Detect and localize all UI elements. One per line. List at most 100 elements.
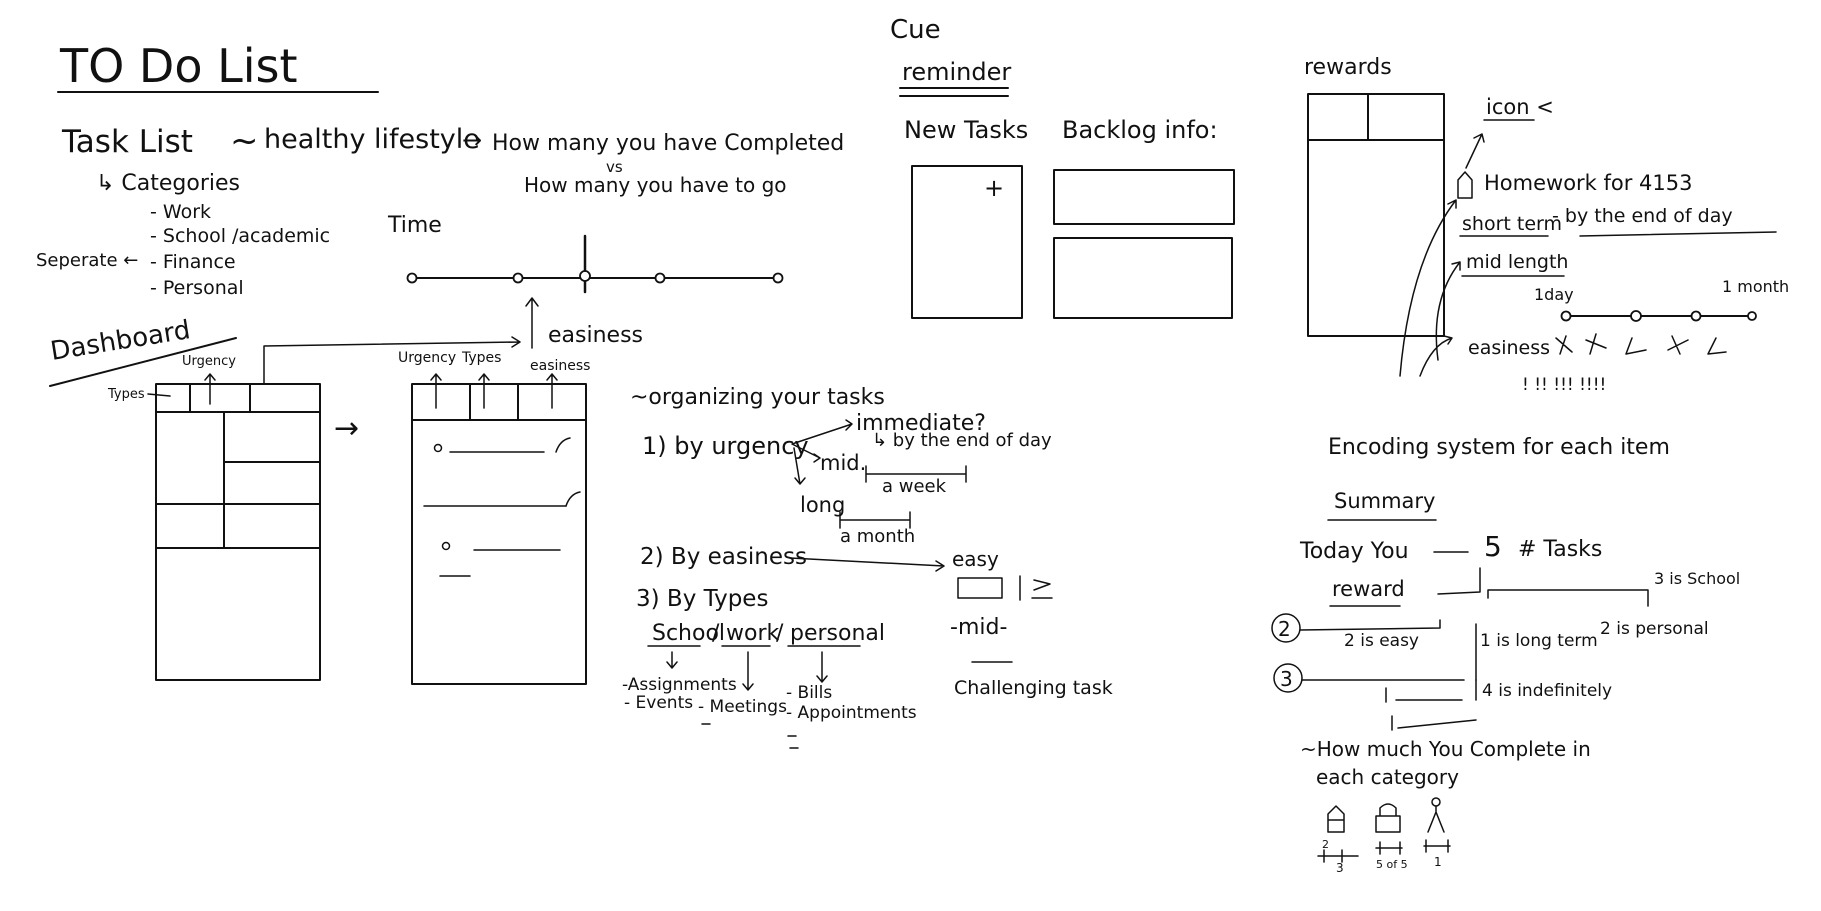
- dashboard-wireframe-2: [411, 383, 587, 685]
- category-fraction-1: 1: [1434, 855, 1442, 869]
- icon-pointer-arrow: [1465, 133, 1485, 169]
- rewards-wireframe-header: [1307, 93, 1445, 141]
- three-school-label: 3 is School: [1654, 569, 1740, 588]
- person-icon-head: [1431, 797, 1441, 807]
- two-personal-label: 2 is personal: [1600, 619, 1709, 639]
- reminder-label: reminder: [902, 58, 1011, 86]
- wireframe-2-arrows: [430, 373, 558, 409]
- end-of-day-label: ↳ by the end of day: [872, 430, 1052, 451]
- backlog-label: Backlog info:: [1062, 116, 1218, 144]
- curve-arrow: [1419, 335, 1453, 377]
- challenging-label: Challenging task: [954, 677, 1113, 699]
- summary-label: Summary: [1334, 489, 1435, 513]
- school-item-assignments: -Assignments: [622, 675, 737, 695]
- short-term-label: short term: [1462, 213, 1562, 235]
- seperate-label: Seperate ←: [36, 250, 138, 271]
- healthy-lifestyle-label: healthy lifestyle: [264, 124, 480, 155]
- work-item-meetings: - Meetings: [698, 697, 787, 717]
- easiness-arrow: [789, 557, 945, 572]
- page-title: TO Do List: [59, 39, 298, 93]
- easy-box: [957, 577, 1003, 599]
- tilde: ~: [230, 121, 259, 161]
- school-item-events: - Events: [624, 693, 693, 713]
- house-icon: [1457, 171, 1473, 199]
- one-day-label: 1day: [1534, 285, 1574, 304]
- immediate-label: immediate?: [856, 411, 986, 436]
- duration-point: [1690, 310, 1702, 322]
- category-fraction-2: 2: [1322, 838, 1329, 851]
- easy-marks: [1019, 575, 1053, 601]
- number-3-badge: [1273, 663, 1303, 693]
- progress-ticks: [1317, 839, 1451, 863]
- task-bullet-icon: [441, 541, 451, 551]
- number-2-badge: [1271, 613, 1301, 643]
- month-range: [839, 511, 911, 529]
- easiness-marks: ! !! !!! !!!!: [1522, 375, 1606, 395]
- how-much-label: ~How much You Complete in: [1300, 737, 1591, 761]
- cue-title: Cue: [890, 15, 941, 45]
- today-you-label: Today You: [1299, 539, 1409, 564]
- four-indefinitely-label: 4 is indefinitely: [1482, 681, 1612, 701]
- school-label: School: [652, 621, 725, 646]
- time-label: Time: [387, 213, 442, 238]
- types-arrows: [666, 651, 828, 691]
- reminder-underline: [899, 87, 1009, 97]
- encoding-row-line: [1301, 679, 1477, 701]
- encoding-title: Encoding system for each item: [1328, 435, 1670, 460]
- encoding-extra-lines: [1385, 687, 1477, 731]
- by-easiness-label: 2) By easiness: [640, 544, 807, 570]
- time-point: [579, 270, 591, 282]
- to-go-label: How many you have to go: [524, 173, 787, 197]
- five-count: 5: [1484, 530, 1502, 563]
- a-week-label: a week: [882, 476, 947, 497]
- easiness-main-label: easiness: [548, 323, 643, 348]
- work-label: work: [726, 621, 779, 646]
- plus-icon: +: [984, 174, 1004, 202]
- check-icon: [565, 491, 581, 507]
- duration-point: [1747, 311, 1757, 321]
- mid-label: mid.: [820, 451, 866, 475]
- header-arrow: →: [462, 126, 482, 154]
- task-list-label: Task List: [61, 124, 193, 160]
- encoding-bracket: [1437, 567, 1649, 607]
- curve-arrow: [1399, 199, 1457, 377]
- personal-label: personal: [790, 621, 885, 646]
- dashboard-underline: [49, 337, 237, 387]
- person-icon: [1427, 805, 1445, 833]
- category-item-finance: - Finance: [150, 251, 236, 273]
- one-month-label: 1 month: [1722, 277, 1789, 296]
- tasks-label: # Tasks: [1518, 537, 1602, 562]
- vs-label: vs: [606, 158, 623, 176]
- urgency-label-2: Urgency: [398, 350, 456, 366]
- wireframe-2-header-divider: [469, 383, 519, 421]
- homework-label: Homework for 4153: [1484, 171, 1693, 195]
- category-fraction-5of5: 5 of 5: [1376, 858, 1408, 871]
- new-tasks-card: [911, 165, 1023, 319]
- slash: /: [776, 621, 784, 646]
- types-label-2: Types: [461, 350, 501, 366]
- time-point: [654, 272, 666, 284]
- check-icon: [555, 437, 571, 453]
- urgency-small-label: Urgency: [182, 354, 236, 369]
- encoding-row-line: [1299, 619, 1477, 681]
- urgency-arrow: [204, 373, 216, 405]
- time-point: [772, 272, 784, 284]
- each-category-label: each category: [1316, 765, 1459, 789]
- urgency-branches: [791, 419, 853, 485]
- task-bullet-icon: [433, 443, 443, 453]
- rewards-easiness-label: easiness: [1468, 337, 1550, 359]
- long-label: long: [800, 493, 845, 517]
- category-item-school: - School /academic: [150, 225, 330, 247]
- by-end-underline: [1579, 231, 1777, 237]
- lock-icon: [1375, 803, 1401, 833]
- time-point: [406, 272, 418, 284]
- completed-label: How many you have Completed: [492, 131, 844, 156]
- dashboard-to-easiness-arrow: [263, 336, 521, 385]
- by-types-label: 3) By Types: [636, 586, 768, 612]
- easiness-up-arrow: [525, 297, 539, 349]
- rewards-wireframe: [1307, 93, 1445, 337]
- organizing-title: ~organizing your tasks: [630, 385, 885, 410]
- personal-dashes: [787, 735, 799, 749]
- one-long-term-label: 1 is long term: [1480, 631, 1598, 651]
